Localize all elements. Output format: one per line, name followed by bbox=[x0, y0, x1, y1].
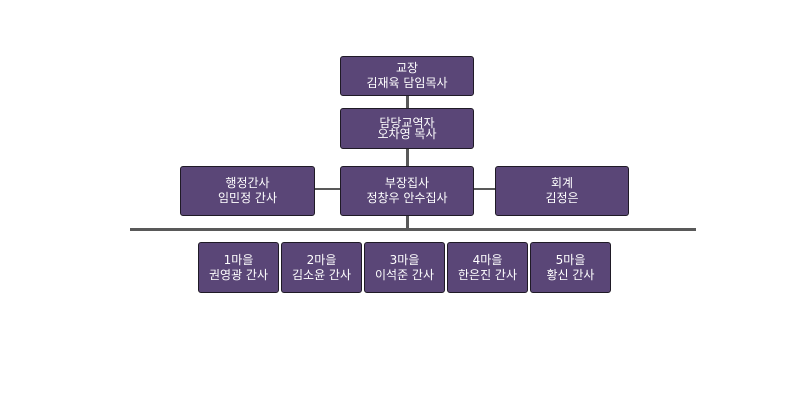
admin-name: 임민정 간사 bbox=[217, 191, 277, 205]
village-name: 김소윤 간사 bbox=[291, 267, 351, 282]
accounting-name: 김정은 bbox=[545, 191, 579, 205]
principal-role: 교장 bbox=[395, 61, 419, 75]
vice-role: 부장집사 bbox=[384, 176, 430, 190]
village-role: 3마을 bbox=[389, 252, 420, 267]
admin-box: 행정간사 임민정 간사 bbox=[180, 166, 315, 216]
village-role: 2마을 bbox=[306, 252, 337, 267]
village-role: 5마을 bbox=[555, 252, 586, 267]
connector-principal-education bbox=[406, 95, 409, 109]
village-name: 권영광 간사 bbox=[208, 267, 268, 282]
principal-box: 교장 김재육 담임목사 bbox=[340, 56, 474, 96]
connector-admin-vice bbox=[314, 188, 341, 190]
vice-box: 부장집사 정창우 안수집사 bbox=[340, 166, 474, 216]
village-box-2: 2마을 김소윤 간사 bbox=[281, 242, 362, 293]
education-box: 담당교역자 오차영 목사 bbox=[340, 108, 474, 149]
village-box-1: 1마을 권영광 간사 bbox=[198, 242, 279, 293]
village-name: 이석준 간사 bbox=[374, 267, 434, 282]
connector-education-vice bbox=[406, 148, 409, 167]
education-role: 담당교역자 bbox=[379, 115, 435, 130]
connector-vice-bus bbox=[406, 215, 409, 230]
connector-vice-accounting bbox=[473, 188, 496, 190]
education-name: 오차영 목사 bbox=[377, 126, 437, 141]
village-name: 한은진 간사 bbox=[457, 267, 517, 282]
vice-name: 정창우 안수집사 bbox=[366, 191, 448, 205]
principal-name: 김재육 담임목사 bbox=[366, 76, 448, 90]
accounting-role: 회계 bbox=[550, 176, 574, 190]
accounting-box: 회계 김정은 bbox=[495, 166, 629, 216]
village-box-3: 3마을 이석준 간사 bbox=[364, 242, 445, 293]
village-box-5: 5마을 황신 간사 bbox=[530, 242, 611, 293]
village-role: 1마을 bbox=[223, 252, 254, 267]
admin-role: 행정간사 bbox=[225, 176, 270, 190]
village-name: 황신 간사 bbox=[546, 267, 595, 282]
villages-bus-line bbox=[130, 228, 696, 231]
village-role: 4마을 bbox=[472, 252, 503, 267]
village-box-4: 4마을 한은진 간사 bbox=[447, 242, 528, 293]
